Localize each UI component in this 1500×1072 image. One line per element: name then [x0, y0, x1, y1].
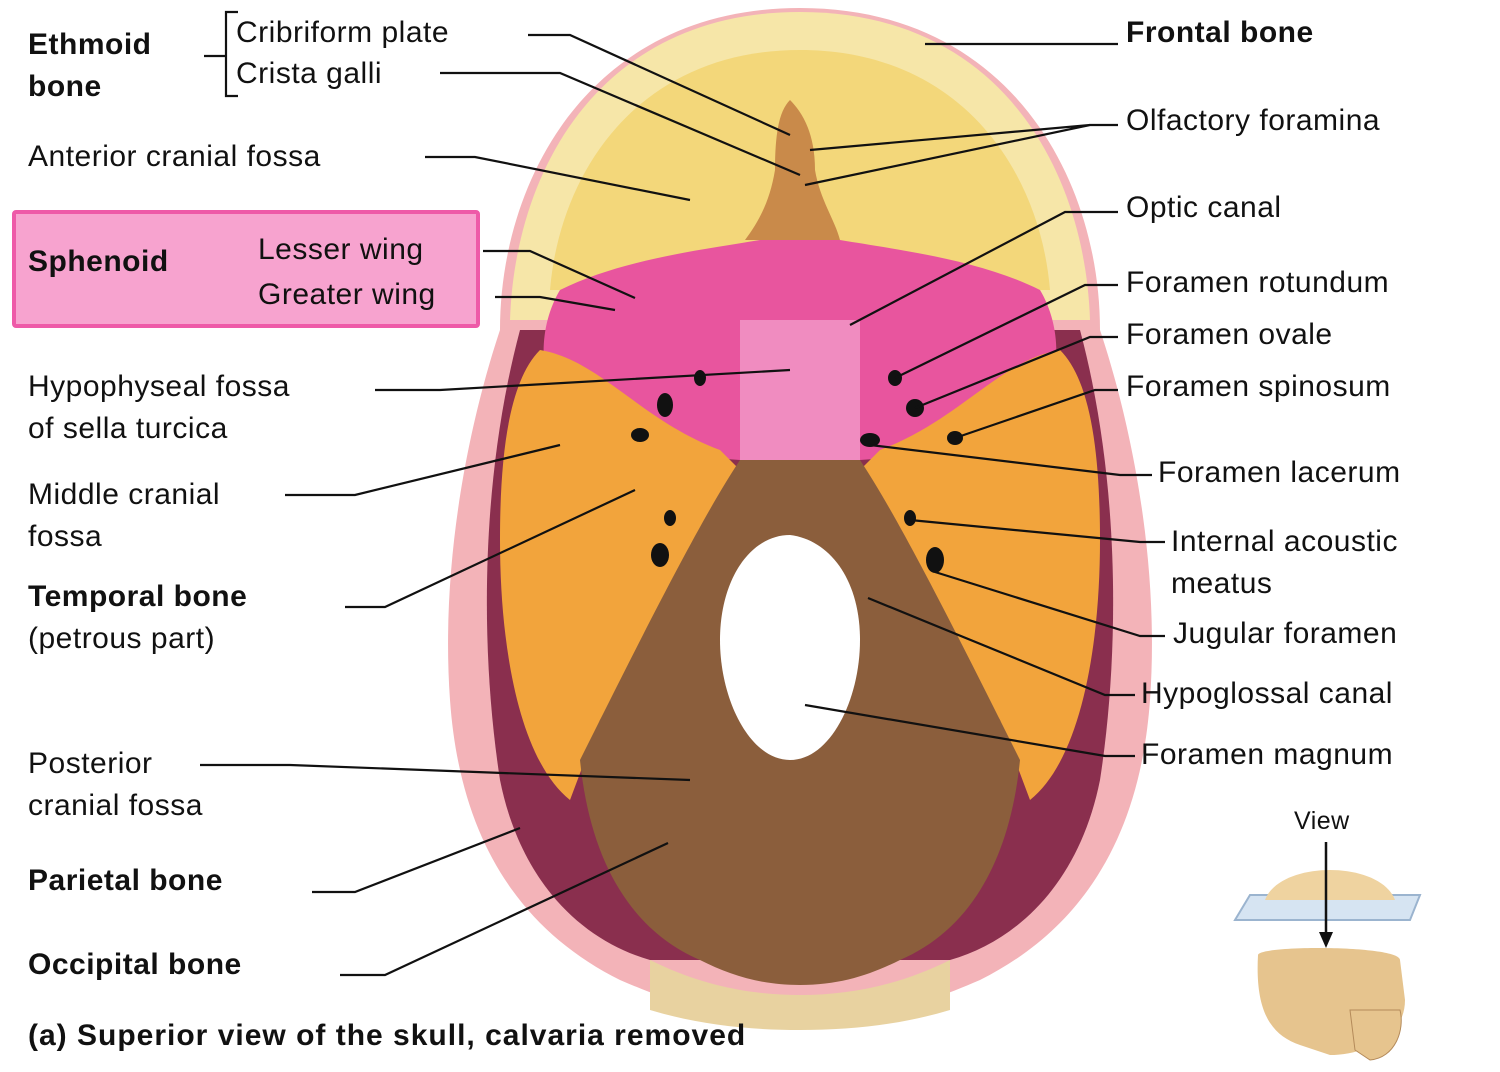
label-posterior-cranial-fossa-line2: cranial fossa: [28, 789, 203, 822]
label-hypoglossal-canal: Hypoglossal canal: [1141, 677, 1393, 710]
inset-calvaria: [1265, 870, 1395, 900]
skull-illustration: [448, 8, 1152, 1030]
label-sphenoid: Sphenoid: [28, 245, 169, 278]
label-anterior-cranial-fossa: Anterior cranial fossa: [28, 140, 321, 173]
label-ethmoid-bone-line1: Ethmoid: [28, 28, 152, 61]
line-olfactory-foramina: [804, 123, 1118, 187]
label-posterior-cranial-fossa-line1: Posterior: [28, 747, 153, 780]
sphenoid-highlight-box: [12, 210, 480, 328]
foramen-magnum-shape: [720, 535, 860, 760]
label-crista-galli: Crista galli: [236, 57, 383, 90]
inset-jaw: [1349, 1009, 1402, 1061]
line-foramen-lacerum: [869, 443, 1152, 477]
label-hypophyseal-fossa-line2: of sella turcica: [28, 412, 228, 445]
line-foramen-spinosum: [954, 388, 1118, 440]
label-internal-acoustic-meatus-line2: meatus: [1171, 567, 1273, 600]
ethmoid-crista-galli: [745, 100, 840, 240]
label-view: View: [1294, 807, 1350, 835]
line-occipital-bone: [340, 842, 669, 977]
line-greater-wing: [495, 295, 616, 312]
line-internal-acoustic-meatus: [909, 518, 1165, 544]
label-foramen-ovale: Foramen ovale: [1126, 318, 1333, 351]
label-parietal-bone: Parietal bone: [28, 864, 223, 897]
label-olfactory-foramina: Olfactory foramina: [1126, 104, 1381, 137]
label-optic-canal: Optic canal: [1126, 191, 1282, 224]
figure-caption: (a) Superior view of the skull, calvaria…: [28, 1019, 747, 1052]
label-foramen-magnum: Foramen magnum: [1141, 738, 1394, 771]
line-anterior-cranial-fossa: [425, 155, 691, 202]
label-middle-cranial-fossa-line1: Middle cranial: [28, 478, 221, 511]
label-temporal-bone-sub: (petrous part): [28, 622, 216, 655]
line-hypoglossal-canal: [867, 596, 1135, 697]
line-jugular-foramen: [934, 570, 1165, 638]
line-optic-canal: [849, 210, 1118, 326]
line-cribriform-plate: [528, 33, 791, 137]
line-lesser-wing: [483, 249, 636, 300]
view-inset: [1233, 842, 1422, 1061]
line-foramen-rotundum: [894, 283, 1118, 379]
label-jugular-foramen: Jugular foramen: [1173, 617, 1398, 650]
label-lesser-wing: Lesser wing: [258, 233, 424, 266]
label-temporal-bone: Temporal bone: [28, 580, 248, 613]
temporal-bone-left: [500, 350, 740, 800]
line-hypophyseal-fossa: [375, 368, 791, 392]
temporal-bone-right: [860, 350, 1100, 800]
label-internal-acoustic-meatus-line1: Internal acoustic: [1171, 525, 1398, 558]
label-foramen-rotundum: Foramen rotundum: [1126, 266, 1390, 299]
leader-lines: [200, 10, 1165, 977]
label-greater-wing: Greater wing: [258, 278, 436, 311]
line-posterior-cranial-fossa: [200, 763, 691, 782]
label-ethmoid-bone-line2: bone: [28, 70, 102, 103]
occipital-base-rim: [650, 960, 950, 1030]
view-arrow-head: [1319, 932, 1333, 948]
line-foramen-magnum: [804, 703, 1135, 758]
ethmoid-bracket: [204, 10, 238, 98]
label-foramen-spinosum: Foramen spinosum: [1126, 370, 1391, 403]
label-cribriform-plate: Cribriform plate: [236, 16, 450, 49]
line-temporal-bone: [345, 489, 636, 609]
sella-turcica-region: [740, 320, 860, 460]
foramina-dots: [631, 370, 963, 573]
label-middle-cranial-fossa-line2: fossa: [28, 520, 103, 553]
line-parietal-bone: [312, 826, 521, 894]
line-crista-galli: [440, 71, 801, 177]
label-hypophyseal-fossa-line1: Hypophyseal fossa: [28, 370, 290, 403]
line-middle-cranial-fossa: [285, 443, 561, 497]
label-frontal-bone: Frontal bone: [1126, 16, 1314, 49]
line-foramen-ovale: [914, 335, 1118, 410]
label-occipital-bone: Occipital bone: [28, 948, 242, 981]
label-foramen-lacerum: Foramen lacerum: [1158, 456, 1401, 489]
